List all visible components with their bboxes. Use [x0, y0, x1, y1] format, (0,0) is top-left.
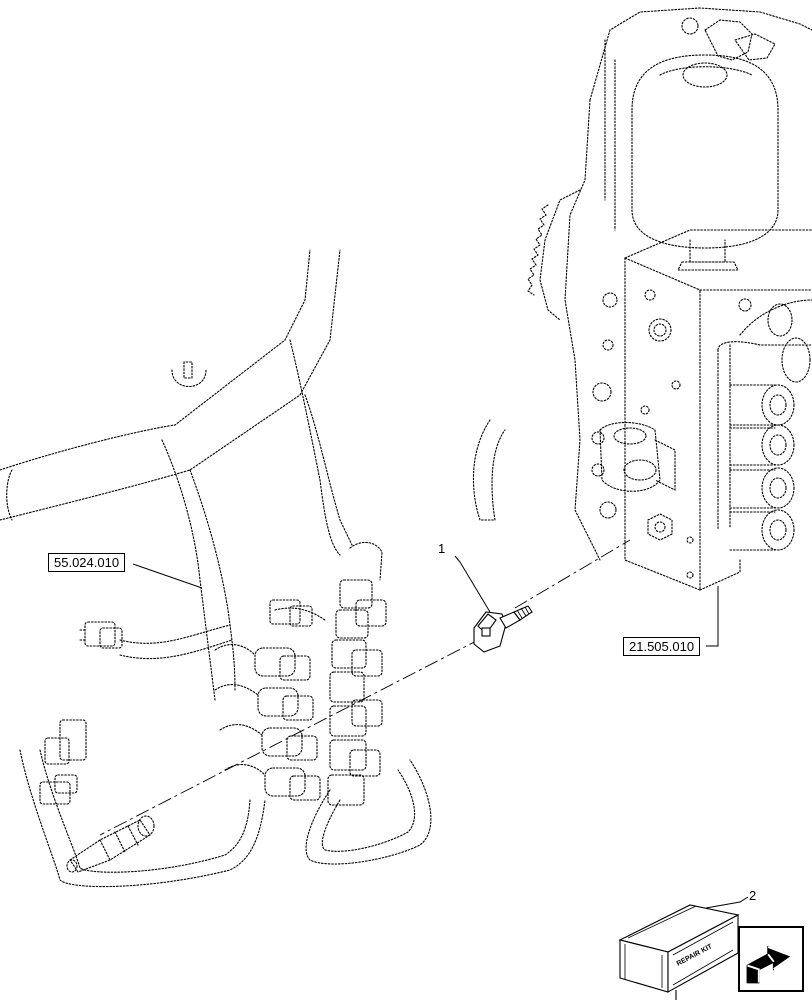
navigation-button[interactable] — [738, 926, 804, 992]
wiring-harness — [0, 249, 432, 888]
leader-callout-2 — [705, 896, 749, 909]
leader-valve-ref — [706, 586, 719, 647]
arrow-navigation-icon — [746, 945, 796, 984]
callout-item-1: 1 — [438, 541, 446, 556]
valve-reference-box[interactable]: 21.505.010 — [623, 637, 701, 656]
harness-sensor — [66, 815, 155, 873]
solenoid-stack — [717, 299, 812, 551]
connector-branch-top — [269, 599, 313, 627]
leader-harness-ref — [132, 563, 203, 589]
centerline-sensor-to-valve — [514, 539, 631, 609]
pressure-sensor-part-1 — [473, 605, 533, 653]
left-connector-upper — [79, 621, 123, 649]
connector-column — [327, 579, 387, 806]
harness-reference-box[interactable]: 55.024.010 — [48, 553, 126, 572]
control-valve-assembly — [472, 7, 812, 591]
left-connector-lower — [39, 719, 87, 805]
leader-callout-1 — [454, 555, 491, 613]
repair-kit-part-2: REPAIR KIT — [618, 904, 740, 1000]
branch-connectors — [214, 644, 321, 801]
callout-item-2: 2 — [749, 888, 757, 903]
centerline-sensor-to-harness — [99, 637, 483, 836]
